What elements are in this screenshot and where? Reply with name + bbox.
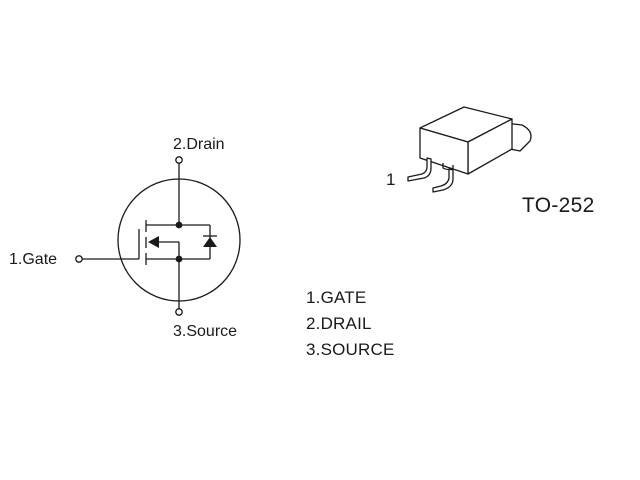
gate-label: 1.Gate [9, 251, 58, 268]
package-name: TO-252 [522, 194, 595, 217]
mosfet-symbol [75, 156, 241, 316]
pin-list-item-drain: 2.DRAIL [306, 314, 372, 333]
drain-terminal [175, 156, 183, 164]
diode-triangle [203, 237, 217, 247]
package-lead-3 [432, 168, 454, 193]
drain-junction-dot [175, 221, 183, 229]
gate-terminal [75, 255, 83, 263]
pin-list: 1.GATE 2.DRAIL 3.SOURCE [306, 285, 395, 363]
source-terminal [175, 308, 183, 316]
source-junction-dot [175, 255, 183, 263]
source-label: 3.Source [173, 323, 238, 340]
body-arrow [148, 236, 159, 248]
pin1-marker: 1 [386, 170, 396, 189]
package-lead-2 [442, 163, 454, 171]
package-front [419, 127, 469, 175]
pin-list-item-source: 3.SOURCE [306, 340, 395, 359]
package-lead-1 [407, 157, 432, 182]
pin-list-item-gate: 1.GATE [306, 288, 367, 307]
drain-label: 2.Drain [173, 136, 225, 153]
to252-package-drawing [407, 106, 532, 193]
